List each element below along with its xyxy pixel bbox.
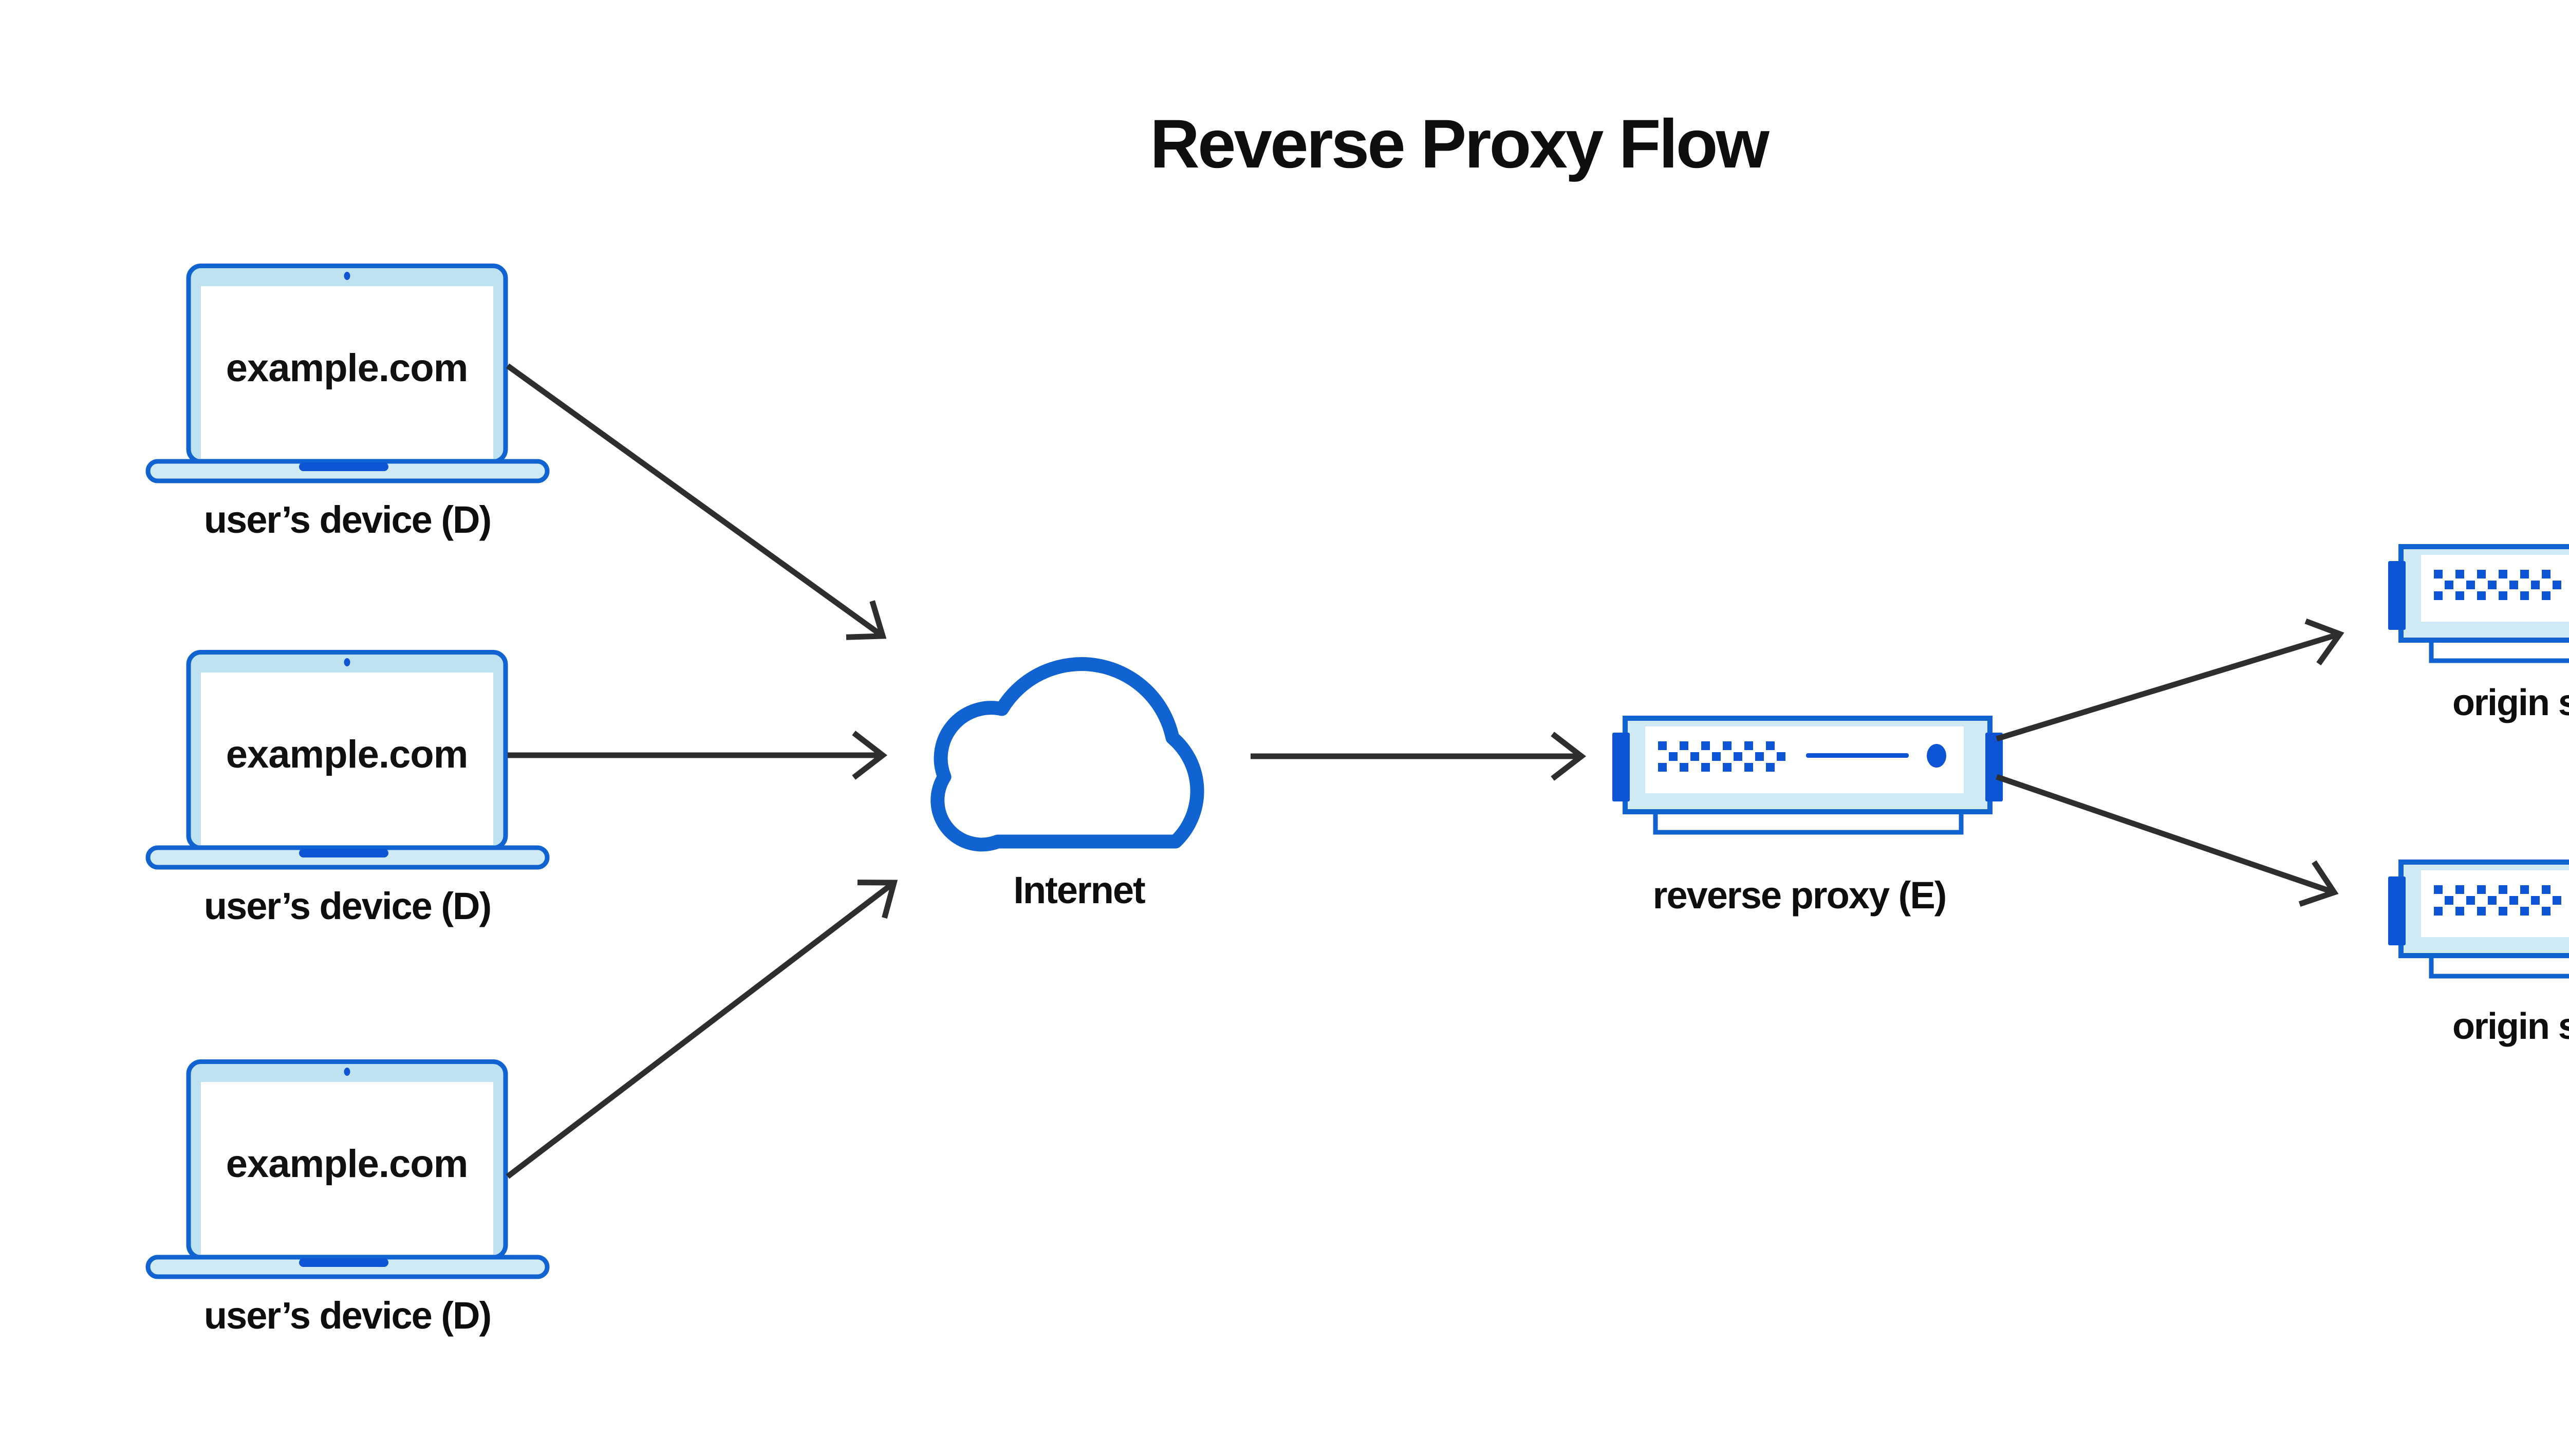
arrow-device1-to-internet [506,363,887,640]
origin-server-2: origin server (F) [2388,862,2569,1047]
internet-node: Internet [930,657,1204,911]
diagram-title: Reverse Proxy Flow [1150,106,1770,182]
device-label: user’s device (D) [204,885,491,927]
reverse-proxy: reverse proxy (E) [1612,718,2003,917]
reverse-proxy-label: reverse proxy (E) [1653,874,1946,917]
server-icon [2388,862,2569,976]
arrow-proxy-to-origin2 [1996,774,2339,907]
server-icon [2388,547,2569,661]
origin-server-1: origin server (F) [2388,547,2569,723]
device-screen-url: example.com [226,346,468,390]
server-icon [1612,718,2003,832]
origin-server-label: origin server (F) [2452,1006,2569,1047]
internet-label: Internet [1013,869,1145,911]
user-device-3: example.com user’s device (D) [148,1062,547,1337]
user-device-1: example.com user’s device (D) [148,266,547,541]
arrow-device3-to-internet [506,880,898,1179]
device-screen-url: example.com [226,1142,468,1186]
device-label: user’s device (D) [204,1294,491,1337]
device-screen-url: example.com [226,733,468,776]
device-label: user’s device (D) [204,498,491,541]
cloud-icon [930,657,1204,852]
arrow-proxy-to-origin1 [1996,618,2344,742]
user-device-2: example.com user’s device (D) [148,652,547,927]
origin-server-label: origin server (F) [2452,682,2569,723]
